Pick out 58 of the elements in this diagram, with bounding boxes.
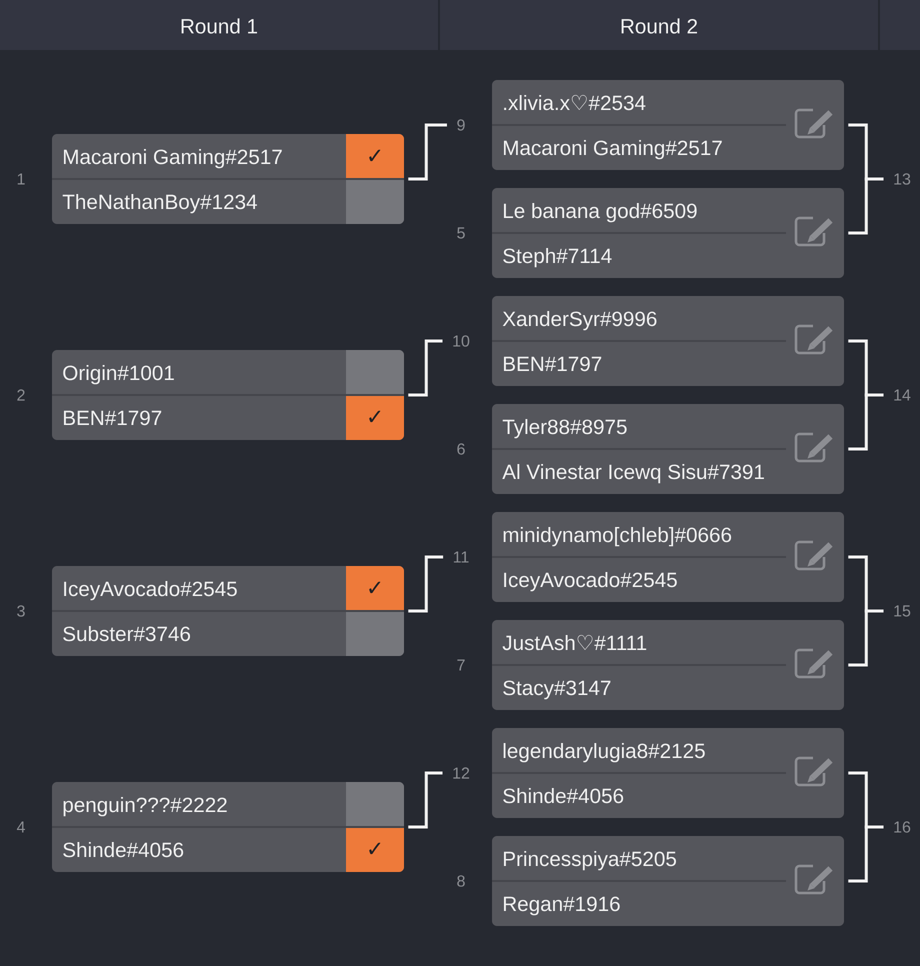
score-cell: [346, 179, 404, 224]
score-cell: ✓: [346, 395, 404, 440]
player-name: Regan#1916: [504, 896, 620, 916]
player-name: Stacy#3147: [503, 680, 610, 700]
player-name: TheNathanBoy#1234: [62, 194, 257, 214]
player-name: Shinde#4056: [503, 788, 624, 804]
match-number: 10: [453, 335, 470, 347]
match-number: 12: [453, 767, 470, 779]
player-name: Steph#7114: [503, 248, 612, 268]
bracket-line: [848, 178, 884, 234]
player-name: Origin#1001: [63, 365, 174, 384]
player-name: JustAsh♡#1111: [502, 635, 646, 650]
column-header: Round 1: [0, 0, 438, 50]
match-number: 9: [457, 119, 465, 131]
player-name: Subster#3746: [63, 626, 190, 642]
player-name: XanderSyr#9996: [502, 311, 656, 330]
bracket-line: [408, 124, 447, 180]
match-number: 6: [457, 443, 465, 455]
player-name: legendarylugia8#2125: [504, 743, 705, 762]
player-name: IceyAvocado#2545: [504, 572, 677, 592]
match-number: 3: [17, 605, 25, 617]
match-number: 1: [18, 174, 25, 184]
match-number: 14: [894, 390, 910, 400]
player-name: Al Vinestar Icewq Sisu#7391: [502, 464, 764, 484]
score-cell: ✓: [346, 134, 404, 179]
player-name: Shinde#4056: [63, 842, 184, 858]
player-name: Princesspiya#5205: [504, 851, 676, 870]
score-cell: [346, 782, 404, 827]
player-name: BEN#1797: [504, 356, 602, 372]
match-number: 8: [457, 875, 465, 887]
bracket-line: [848, 394, 884, 450]
match-number: 2: [17, 389, 25, 401]
match-number: 15: [894, 605, 910, 617]
player-name: BEN#1797: [64, 410, 162, 426]
player-name: Macaroni Gaming#2517: [504, 140, 722, 160]
player-name: Macaroni Gaming#2517: [64, 149, 282, 168]
bracket-line: [848, 826, 884, 882]
bracket-line: [848, 610, 884, 666]
player-name: IceyAvocado#2545: [64, 581, 237, 600]
match-number: 11: [454, 552, 469, 562]
score-cell: [346, 350, 404, 395]
player-name: Le banana god#6509: [504, 203, 697, 222]
bracket-line: [408, 772, 442, 828]
player-name: .xlivia.x♡#2534: [504, 94, 646, 110]
match-number: 16: [894, 821, 910, 833]
match-number: 13: [894, 173, 910, 185]
score-cell: ✓: [346, 827, 404, 872]
player-name: penguin???#2222: [64, 797, 227, 816]
score-cell: ✓: [346, 566, 404, 611]
column-header: Round 2: [440, 0, 878, 50]
player-name: minidynamo[chleb]#0666: [504, 527, 732, 546]
match-number: 7: [457, 660, 465, 670]
player-name: Tyler88#8975: [502, 419, 627, 438]
bracket-line: [408, 556, 444, 612]
match-number: 4: [16, 822, 25, 833]
match-number: 5: [457, 227, 465, 239]
score-cell: [346, 611, 404, 656]
bracket-line: [408, 340, 442, 396]
